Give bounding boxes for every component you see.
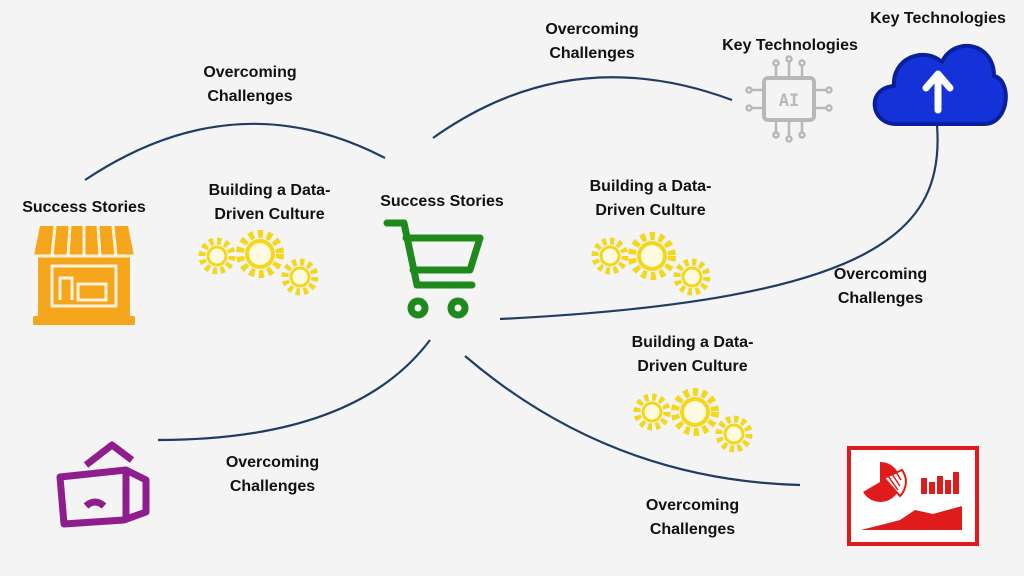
ai-chip-label: AI	[779, 91, 799, 111]
label-overcoming-challenges-right: Overcoming Challenges	[833, 266, 928, 307]
label-key-technologies-ai: Key Technologies	[722, 37, 858, 54]
connector-vr	[157, 339, 431, 442]
label-overcoming-challenges-top-left: Overcoming Challenges	[203, 64, 297, 105]
connector-cloud	[499, 124, 939, 321]
report-chart-icon	[847, 446, 979, 546]
label-overcoming-challenges-top-center: Overcoming Challenges	[545, 21, 639, 62]
connector-report	[464, 355, 801, 487]
vr-headset-icon	[56, 441, 150, 528]
gears-icon-left	[202, 234, 315, 292]
gears-icon-right-mid	[637, 392, 749, 449]
label-building-data-driven-culture-right-mid: Building a Data-Driven Culture	[631, 334, 754, 375]
shopping-cart-icon	[383, 219, 484, 319]
cloud-upload-icon	[872, 44, 1008, 126]
label-building-data-driven-culture-left: Building a Data-Driven Culture	[208, 182, 331, 223]
label-overcoming-challenges-bottom-left: Overcoming Challenges	[225, 454, 320, 495]
ai-chip-icon	[745, 55, 833, 143]
store-icon	[33, 225, 135, 325]
connector-lines	[84, 76, 939, 487]
label-success-stories-center: Success Stories	[380, 193, 504, 210]
label-success-stories-left: Success Stories	[22, 199, 146, 216]
connector-left-top	[84, 122, 386, 181]
connector-center-top	[432, 76, 733, 139]
label-key-technologies-cloud: Key Technologies	[870, 10, 1006, 27]
label-building-data-driven-culture-right-top: Building a Data-Driven Culture	[589, 178, 712, 219]
gears-icon-right-top	[595, 236, 707, 292]
label-overcoming-challenges-bottom-right: Overcoming Challenges	[645, 497, 740, 538]
